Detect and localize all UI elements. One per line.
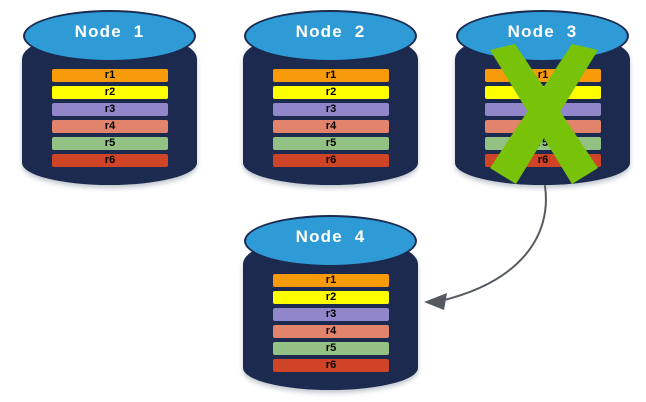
node-4-cylinder-top — [244, 215, 417, 267]
node-1-row-list: r1 r2 r3 r4 r5 r6 — [52, 69, 168, 167]
node-2-row-r3: r3 — [273, 103, 389, 116]
node-4-row-r1: r1 — [273, 274, 389, 287]
node-1-cylinder-top — [23, 10, 196, 62]
node-3-title: Node 3 — [507, 22, 578, 41]
node-2[interactable]: Node 2 r1 r2 r3 r4 r5 r6 — [243, 9, 418, 185]
node-1[interactable]: Node 1 r1 r2 r3 r4 r5 r6 — [22, 9, 197, 185]
node-2-row-r5: r5 — [273, 137, 389, 150]
node-3-row-r4: r4 — [485, 120, 601, 133]
node-3-row-r2: r2 — [485, 86, 601, 99]
node-4-row-r6: r6 — [273, 359, 389, 372]
node-2-row-r4: r4 — [273, 120, 389, 133]
node-3[interactable]: Node 3 r1 r2 r3 r4 r5 r6 — [455, 9, 630, 185]
node-4-row-r3: r3 — [273, 308, 389, 321]
node-2-row-r2: r2 — [273, 86, 389, 99]
node-1-row-r4: r4 — [52, 120, 168, 133]
node-4-row-list: r1 r2 r3 r4 r5 r6 — [273, 274, 389, 372]
node-1-row-r2: r2 — [52, 86, 168, 99]
node-1-row-r5: r5 — [52, 137, 168, 150]
node-4[interactable]: Node 4 r1 r2 r3 r4 r5 r6 — [243, 214, 418, 390]
node-2-row-r6: r6 — [273, 154, 389, 167]
node-1-row-r6: r6 — [52, 154, 168, 167]
node-2-title: Node 2 — [295, 22, 366, 41]
replication-arrow-head — [424, 293, 447, 310]
node-4-row-r2: r2 — [273, 291, 389, 304]
node-3-row-r3: r3 — [485, 103, 601, 116]
node-2-row-list: r1 r2 r3 r4 r5 r6 — [273, 69, 389, 167]
node-4-row-r4: r4 — [273, 325, 389, 338]
replication-arrow-line — [439, 185, 547, 302]
node-3-row-r5: r5 — [485, 137, 601, 150]
node-2-row-r1: r1 — [273, 69, 389, 82]
node-1-row-r3: r3 — [52, 103, 168, 116]
node-4-row-r5: r5 — [273, 342, 389, 355]
node-2-cylinder-top — [244, 10, 417, 62]
node-4-title: Node 4 — [295, 227, 366, 246]
node-3-row-r6: r6 — [485, 154, 601, 167]
node-1-row-r1: r1 — [52, 69, 168, 82]
node-3-row-list: r1 r2 r3 r4 r5 r6 — [485, 69, 601, 167]
node-3-row-r1: r1 — [485, 69, 601, 82]
node-1-title: Node 1 — [74, 22, 145, 41]
